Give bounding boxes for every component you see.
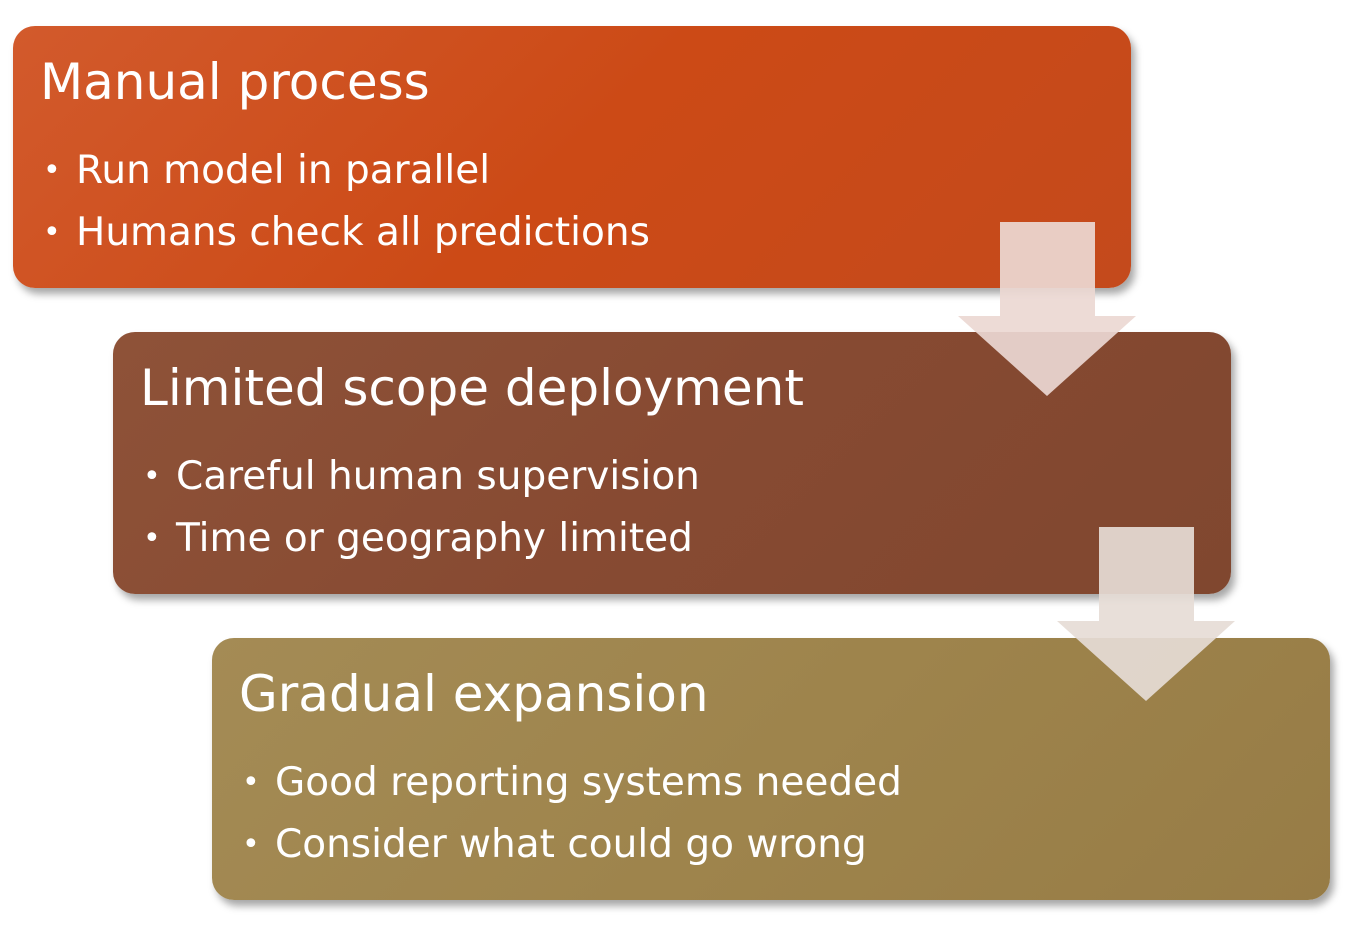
bullet-list: • Good reporting systems needed • Consider… — [242, 752, 902, 876]
bullet-item: • Careful human supervision — [143, 446, 700, 508]
bullet-item: • Consider what could go wrong — [242, 814, 902, 876]
bullet-item: • Humans check all predictions — [43, 202, 650, 264]
bullet-text: Run model in parallel — [76, 148, 491, 193]
bullet-list: • Careful human supervision • Time or geog… — [143, 446, 700, 570]
bullet-dot: • — [143, 459, 161, 494]
bullet-dot: • — [43, 153, 61, 188]
down-arrow-icon — [958, 222, 1136, 396]
down-arrow-icon — [1057, 527, 1235, 701]
bullet-item: • Time or geography limited — [143, 508, 700, 570]
step-title: Gradual expansion — [239, 665, 709, 723]
bullet-dot: • — [143, 521, 161, 556]
bullet-list: • Run model in parallel • Humans check all… — [43, 140, 650, 264]
bullet-text: Careful human supervision — [176, 454, 700, 499]
bullet-item: • Good reporting systems needed — [242, 752, 902, 814]
bullet-text: Time or geography limited — [176, 516, 693, 561]
step-title: Limited scope deployment — [140, 359, 804, 417]
step-title: Manual process — [40, 53, 430, 111]
bullet-dot: • — [43, 215, 61, 250]
bullet-text: Good reporting systems needed — [275, 760, 902, 805]
bullet-dot: • — [242, 827, 260, 862]
bullet-item: • Run model in parallel — [43, 140, 650, 202]
step-manual-process: Manual process • Run model in parallel • H… — [13, 26, 1131, 288]
bullet-text: Consider what could go wrong — [275, 822, 867, 867]
bullet-dot: • — [242, 765, 260, 800]
bullet-text: Humans check all predictions — [76, 210, 650, 255]
